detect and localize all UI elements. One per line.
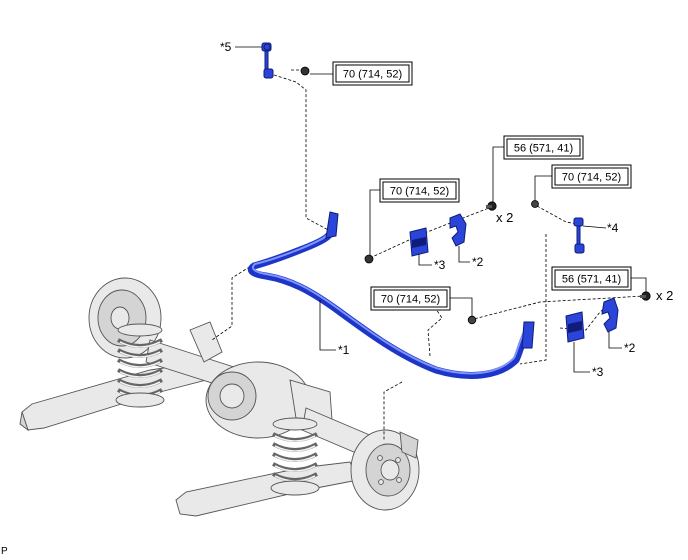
bracket-right: [601, 297, 619, 333]
torque-spec-nut-right-upper: 70 (714, 52): [551, 164, 632, 189]
callout-bracket-left: *2: [472, 255, 484, 269]
torque-spec-nut-right-lower-text: 70 (714, 52): [381, 294, 440, 306]
callout-stabilizer-bar: *1: [338, 343, 350, 357]
page-code: P: [1, 546, 8, 557]
callout-bushing-right: *3: [592, 365, 604, 379]
callout-bracket-right: *2: [624, 341, 636, 355]
callout-link-right: *4: [607, 221, 619, 235]
right-coil-spring: [270, 417, 320, 496]
nut-upper-icon: [300, 66, 310, 76]
quantity-bolt-left: x 2: [496, 210, 513, 225]
nut-center-icon: [364, 254, 374, 264]
nut-right-upper-icon: [531, 200, 539, 208]
quantity-bolt-right: x 2: [656, 288, 673, 303]
torque-spec-upper-text: 70 (714, 52): [343, 69, 402, 81]
torque-spec-nut-center: 70 (714, 52): [379, 178, 460, 203]
torque-spec-bolt-right: 56 (571, 41): [551, 266, 632, 291]
torque-spec-nut-right-lower: 70 (714, 52): [370, 286, 451, 311]
torque-spec-nut-right-upper-text: 70 (714, 52): [562, 172, 621, 184]
torque-spec-upper: 70 (714, 52): [332, 61, 413, 86]
left-coil-spring: [115, 323, 165, 408]
bushing-right: [565, 311, 585, 343]
stabilizer-link-upper-left: [261, 42, 274, 79]
callout-link-upper: *5: [220, 40, 232, 54]
stabilizer-bar: [247, 211, 535, 379]
torque-spec-bolt-left: 56 (571, 41): [503, 135, 584, 160]
bracket-left: [449, 213, 467, 247]
stabilizer-link-right: [573, 217, 585, 254]
torque-spec-bolt-right-text: 56 (571, 41): [562, 274, 621, 286]
bushing-left: [409, 227, 429, 257]
bolt-left-icon: [486, 201, 497, 211]
rear-axle-assembly: [19, 277, 420, 517]
leader-lines: [235, 46, 647, 373]
torque-spec-nut-center-text: 70 (714, 52): [390, 186, 449, 198]
callout-bushing-left: *3: [434, 258, 446, 272]
bolt-right-icon: [640, 291, 651, 301]
torque-spec-bolt-left-text: 56 (571, 41): [514, 143, 573, 155]
nut-right-lower-icon: [467, 315, 477, 325]
